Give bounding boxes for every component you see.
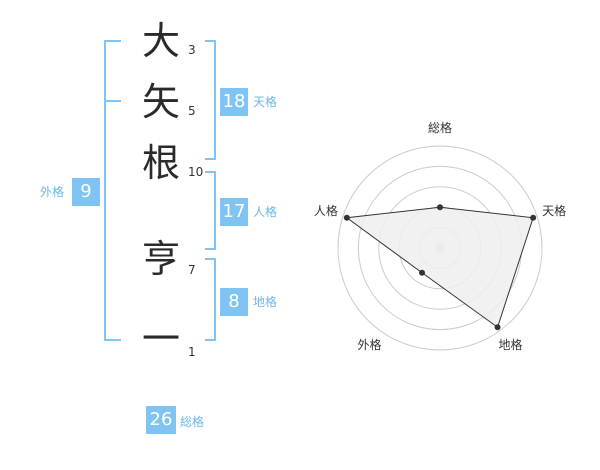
radar-axis-label-3: 地格 bbox=[499, 337, 523, 352]
radar-point-2 bbox=[530, 214, 537, 221]
gaikaku-value: 9 bbox=[72, 178, 100, 206]
gaikaku-label: 外格 bbox=[40, 185, 65, 199]
radar-axis-label-2: 天格 bbox=[542, 203, 566, 218]
radar-point-5 bbox=[343, 214, 350, 221]
jinkaku-label: 人格 bbox=[253, 205, 278, 219]
soukaku-label: 総格 bbox=[180, 415, 205, 429]
stroke-count-3: 10 bbox=[188, 165, 204, 179]
name-char-2: 矢 bbox=[141, 80, 180, 124]
radar-series-polygon bbox=[345, 206, 534, 329]
radar-axis-label-4: 外格 bbox=[357, 337, 381, 352]
radar-point-3 bbox=[494, 324, 501, 331]
name-char-3: 根 bbox=[141, 141, 180, 185]
soukaku-value: 26 bbox=[146, 406, 176, 434]
chikaku-value: 8 bbox=[220, 288, 248, 316]
tenkaku-label: 天格 bbox=[253, 95, 278, 109]
radar-ring bbox=[337, 145, 543, 351]
name-char-5: 一 bbox=[141, 317, 180, 361]
radar-point-4 bbox=[419, 269, 426, 276]
jinkaku-value: 17 bbox=[220, 198, 248, 226]
tenkaku-value: 18 bbox=[220, 88, 248, 116]
stroke-count-1: 3 bbox=[188, 43, 196, 57]
name-char-1: 大 bbox=[141, 19, 180, 63]
name-char-4: 亨 bbox=[141, 237, 180, 281]
radar-axis-label-1: 総格 bbox=[428, 120, 452, 135]
radar-axis-label-5: 人格 bbox=[314, 203, 338, 218]
stroke-count-2: 5 bbox=[188, 104, 196, 118]
stroke-count-4: 7 bbox=[188, 263, 196, 277]
radar-point-1 bbox=[437, 204, 443, 211]
chikaku-label: 地格 bbox=[253, 295, 278, 309]
stroke-count-5: 1 bbox=[188, 345, 196, 359]
